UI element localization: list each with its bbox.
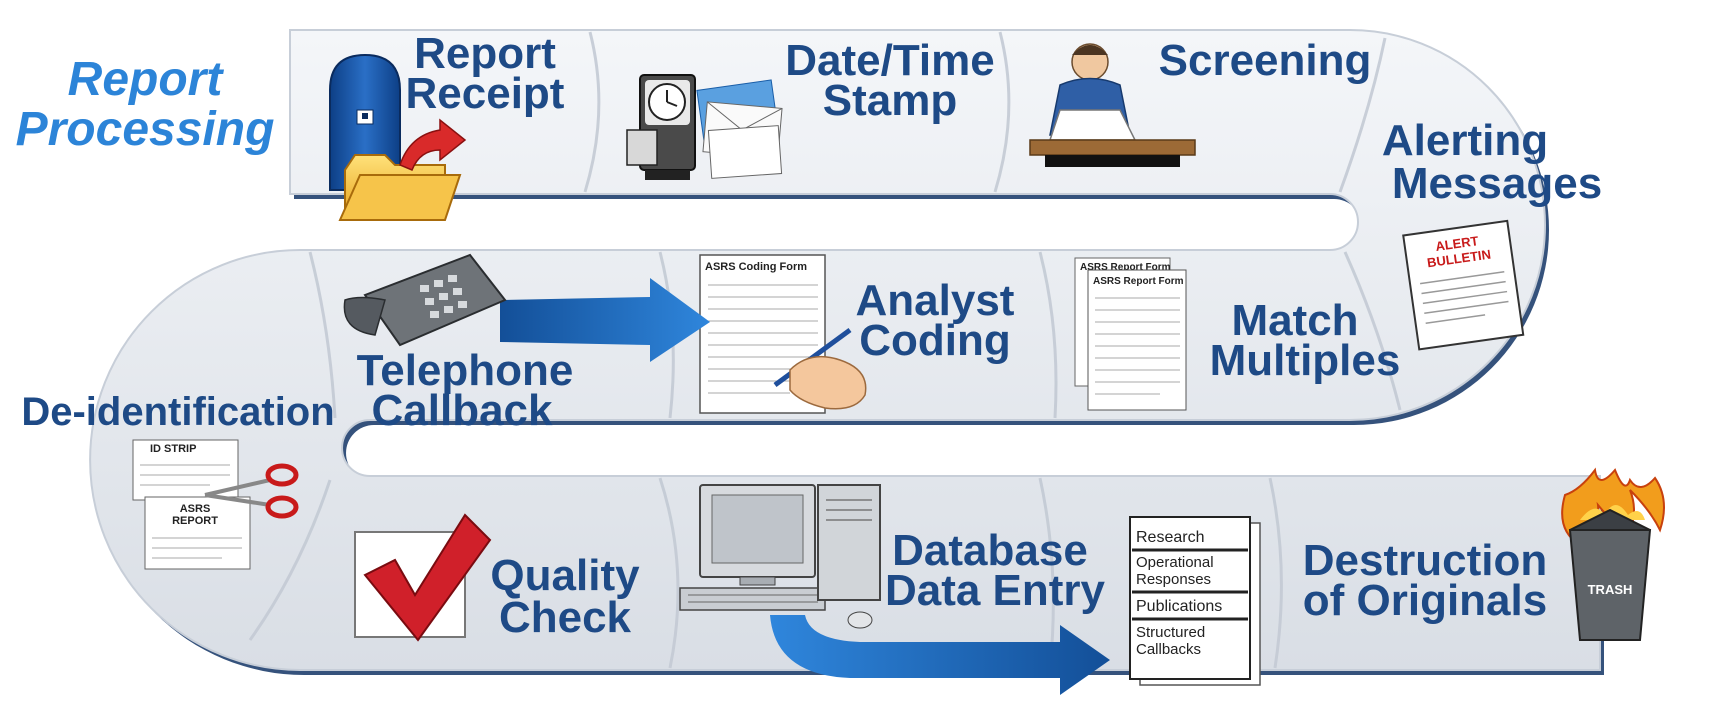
step-report-receipt-line-2: Receipt (406, 69, 565, 118)
output-item-structured-line-1: Structured (1136, 624, 1205, 641)
step-database-data-entry: Database Data Entry (885, 526, 1106, 615)
step-telephone-callback-line-1: Telephone (357, 346, 574, 395)
data-entry-arrow-icon (770, 615, 1110, 695)
envelopes-icon (696, 79, 783, 179)
asrs-coding-form-title: ASRS Coding Form (705, 261, 807, 273)
curved-red-arrow-icon (399, 118, 467, 171)
asrs-report-label-line-1: ASRS (180, 503, 211, 515)
coding-form-icon: ASRS Coding Form (699, 254, 826, 414)
output-item-operational-line-1: Operational (1136, 554, 1214, 571)
step-report-receipt: Report Receipt (406, 29, 565, 118)
output-item-publications: Publications (1136, 598, 1222, 615)
asrs-report-form-front: ASRS Report Form (1093, 276, 1184, 287)
step-analyst-coding-line-1: Analyst (856, 276, 1015, 325)
step-quality-check: Quality Check (490, 551, 640, 642)
step-alerting-messages-line-1: Alerting (1382, 116, 1548, 165)
step-database-data-entry-line-1: Database (892, 526, 1088, 575)
asrs-report-form-back: ASRS Report Form (1080, 262, 1171, 273)
step-analyst-coding-line-2: Coding (859, 316, 1011, 365)
output-categories-list: Research Operational Responses Publicati… (1129, 516, 1261, 686)
step-telephone-callback-line-2: Callback (372, 386, 554, 435)
report-forms-icon: ASRS Report Form ASRS Report Form (1074, 257, 1187, 411)
time-clock-icon (626, 74, 696, 180)
step-quality-check-line-2: Check (499, 593, 632, 642)
burning-trash-can-icon: TRASH (1561, 467, 1665, 641)
scissors-icon (204, 463, 299, 519)
folder-icon (338, 154, 462, 221)
step-destruction-of-originals-line-1: Destruction (1303, 536, 1547, 585)
trash-label: TRASH (1588, 582, 1633, 597)
output-item-structured-line-2: Callbacks (1136, 641, 1201, 658)
output-item-research: Research (1136, 529, 1204, 546)
step-analyst-coding: Analyst Coding (856, 276, 1015, 365)
step-telephone-callback: Telephone Callback (357, 346, 574, 435)
title: Report Processing (16, 53, 275, 156)
step-destruction-of-originals-line-2: of Originals (1303, 576, 1547, 625)
alert-bulletin-document: ALERT BULLETIN (1402, 219, 1525, 351)
alert-bulletin-line-1: ALERT (1434, 233, 1479, 254)
step-screening: Screening (1159, 36, 1372, 85)
callback-arrow-icon (500, 278, 710, 362)
step-report-receipt-line-1: Report (414, 29, 556, 78)
title-line-2: Processing (16, 103, 275, 156)
output-item-operational-line-2: Responses (1136, 571, 1211, 588)
telephone-icon (343, 253, 507, 347)
title-line-1: Report (68, 53, 225, 106)
step-de-identification-line-1: De-identification (21, 390, 334, 434)
step-date-time-stamp-line-1: Date/Time (785, 36, 995, 85)
step-match-multiples-line-1: Match (1231, 296, 1358, 345)
step-screening-line-1: Screening (1159, 36, 1372, 85)
step-database-data-entry-line-2: Data Entry (885, 566, 1106, 615)
step-date-time-stamp: Date/Time Stamp (785, 36, 995, 125)
step-alerting-messages-line-2: Messages (1392, 159, 1602, 208)
step-date-time-stamp-line-2: Stamp (823, 76, 957, 125)
step-match-multiples-line-2: Multiples (1210, 336, 1401, 385)
id-strip-label: ID STRIP (150, 443, 196, 455)
step-match-multiples: Match Multiples (1210, 296, 1401, 385)
computer-icon (679, 484, 881, 629)
writing-hand-icon (773, 327, 867, 410)
step-quality-check-line-1: Quality (490, 551, 640, 600)
person-reading-icon (1029, 43, 1196, 167)
process-road (89, 29, 1604, 675)
id-strip-documents: ID STRIP ASRS REPORT (132, 439, 251, 570)
step-alerting-messages: Alerting Messages (1382, 116, 1602, 208)
step-destruction-of-originals: Destruction of Originals (1303, 536, 1547, 625)
asrs-report-label-line-2: REPORT (172, 515, 218, 527)
step-de-identification: De-identification (21, 390, 334, 434)
red-checkmark-icon (354, 513, 492, 642)
